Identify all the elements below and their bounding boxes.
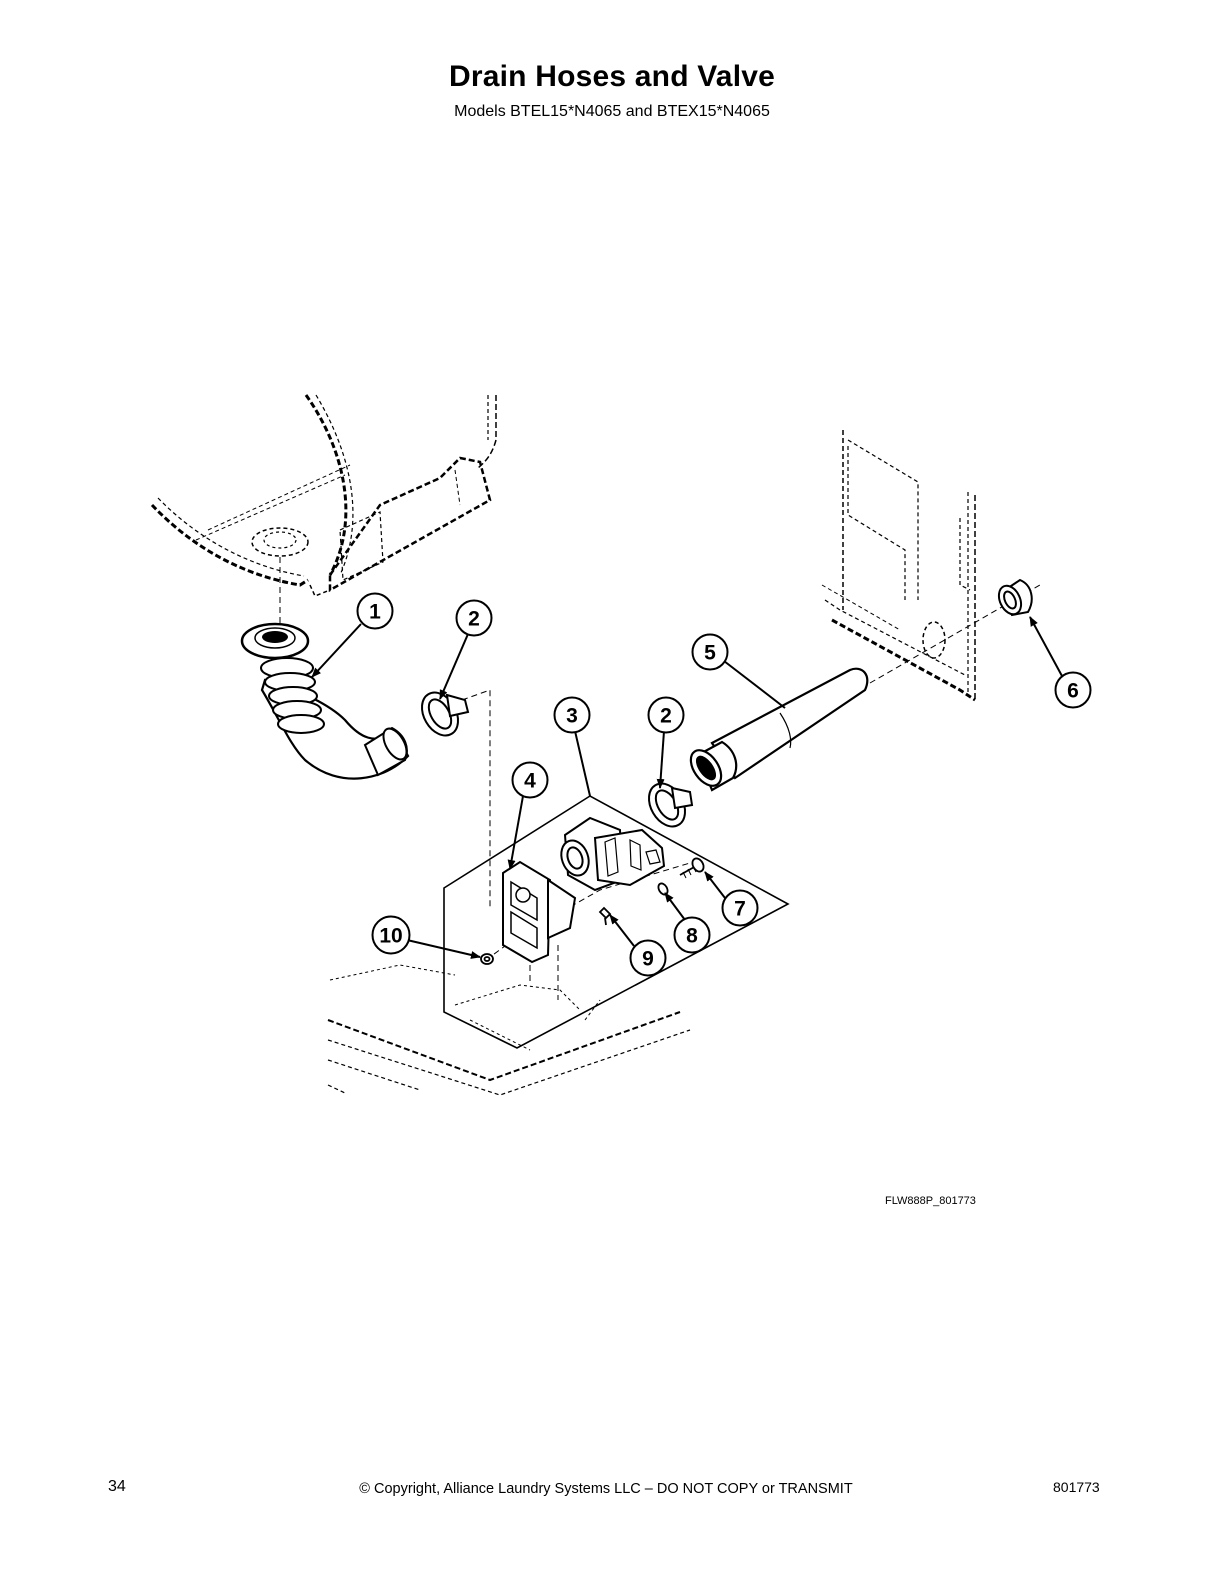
callout-number: 5 (704, 642, 716, 665)
tub-drain-hose (240, 622, 410, 780)
drain-valve (560, 816, 666, 892)
callout-number: 1 (369, 601, 381, 624)
callout-balloon: 1 (356, 592, 394, 630)
hose-clamp-upper (420, 691, 470, 737)
figure-code: FLW888P_801773 (885, 1195, 976, 1207)
callout-number: 2 (468, 608, 480, 631)
copyright-notice: © Copyright, Alliance Laundry Systems LL… (359, 1481, 853, 1497)
cabinet-panel (821, 430, 976, 702)
callout-balloon: 4 (511, 761, 549, 799)
washer (657, 882, 669, 896)
page-title: Drain Hoses and Valve (448, 60, 775, 93)
callout-number: 6 (1067, 680, 1079, 703)
callout-number: 9 (642, 948, 654, 971)
hose-clamp-lower (647, 782, 694, 828)
document-number: 801773 (1053, 1479, 1100, 1495)
callout-balloon: 8 (673, 916, 711, 954)
nut (480, 953, 494, 965)
callout-number: 8 (686, 925, 698, 948)
page-subtitle: Models BTEL15*N4065 and BTEX15*N4065 (454, 103, 770, 120)
callout-number: 10 (379, 925, 402, 948)
screw-small (598, 906, 612, 926)
callout-balloon: 7 (721, 889, 759, 927)
callout-balloon: 9 (629, 939, 667, 977)
callout-balloon: 6 (1054, 671, 1092, 709)
cabinet-base (327, 964, 691, 1096)
cabinet-drain-hose (689, 667, 869, 792)
grommet (997, 578, 1033, 617)
tub-outline (150, 394, 497, 597)
screw (679, 857, 705, 879)
valve-mounting-bracket (502, 860, 577, 964)
callout-balloon: 2 (647, 696, 685, 734)
page-number: 34 (108, 1478, 126, 1495)
callout-box-part-4 (443, 795, 790, 1049)
callout-balloon: 5 (691, 633, 729, 671)
callout-number: 4 (524, 770, 536, 793)
callout-number: 7 (734, 898, 746, 921)
callout-balloon: 3 (553, 696, 591, 734)
callout-balloon: 2 (455, 599, 493, 637)
callout-leaders (311, 616, 1063, 959)
callout-number: 2 (660, 705, 672, 728)
callout-balloon: 10 (371, 915, 411, 955)
callout-number: 3 (566, 705, 578, 728)
